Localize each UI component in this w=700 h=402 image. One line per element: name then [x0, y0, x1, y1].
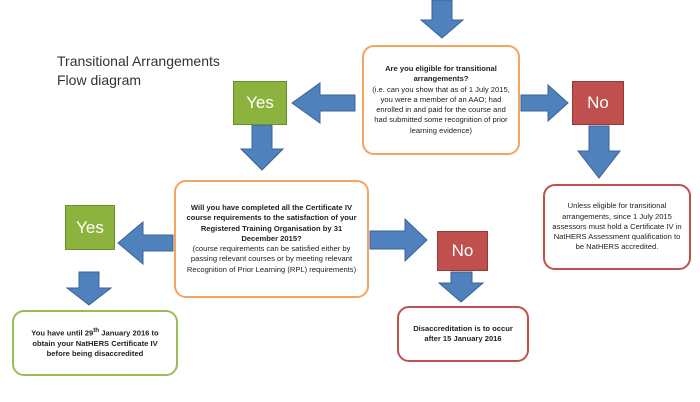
q1-eligibility-box: Are you eligible for transitional arrang…	[362, 45, 520, 155]
q2-heading: Will you have completed all the Certific…	[186, 203, 357, 243]
arrow-q2-to-no	[369, 217, 428, 263]
arrow-q2-to-yes	[117, 220, 174, 266]
q1-heading: Are you eligible for transitional arrang…	[385, 64, 497, 84]
title-line-1: Transitional Arrangements	[57, 53, 220, 69]
yes-outcome-text: You have until 29th January 2016 to obta…	[31, 327, 159, 359]
q2-yes-label: Yes	[65, 205, 115, 250]
diagram-title: Transitional Arrangements Flow diagram	[57, 52, 220, 90]
disaccreditation-outcome-box: Disaccreditation is to occur after 15 Ja…	[397, 306, 529, 362]
not-eligible-text: Unless eligible for transitional arrange…	[552, 201, 682, 252]
not-eligible-outcome-box: Unless eligible for transitional arrange…	[543, 184, 691, 270]
q1-yes-label: Yes	[233, 81, 287, 125]
q2-body: (course requirements can be satisfied ei…	[186, 244, 357, 274]
yes-outcome-box: You have until 29th January 2016 to obta…	[12, 310, 178, 376]
q2-no-label: No	[437, 231, 488, 271]
q1-no-label: No	[572, 81, 624, 125]
q1-body: (i.e. can you show that as of 1 July 201…	[372, 84, 510, 135]
arrow-yes-to-q2	[239, 124, 285, 171]
arrow-q1-to-no	[520, 83, 569, 123]
arrow-no2-to-outcome	[437, 271, 485, 303]
arrow-q1-to-yes	[291, 82, 356, 124]
disaccreditation-text: Disaccreditation is to occur after 15 Ja…	[413, 323, 513, 343]
q2-completion-box: Will you have completed all the Certific…	[174, 180, 369, 298]
arrow-top-down	[419, 0, 465, 39]
arrow-yes2-to-outcome	[65, 271, 113, 306]
arrow-no-to-outcome	[576, 125, 622, 179]
title-line-2: Flow diagram	[57, 72, 142, 88]
